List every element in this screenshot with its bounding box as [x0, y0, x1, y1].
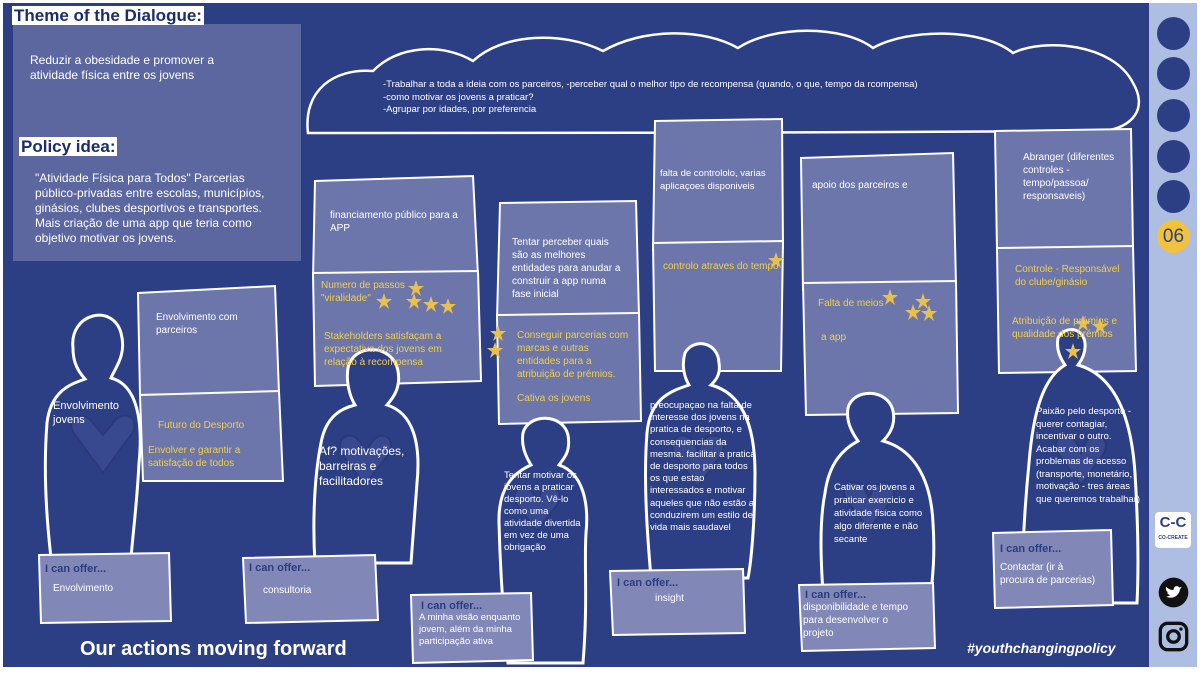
- col1-mid1-text: Futuro do Desporto: [158, 420, 245, 431]
- card-col6-mid: [995, 244, 1138, 375]
- rating-stars: [376, 252, 1108, 359]
- cloud-line-2: -como motivar os jovens a praticar?: [383, 91, 534, 103]
- col4-mid1-text: controlo atraves do tempo: [663, 261, 779, 272]
- offer-box-5: [797, 581, 937, 653]
- card-col1-top: [136, 284, 281, 397]
- star-icon: [376, 293, 392, 309]
- col1-top-text: Envolvimento com parceiros: [156, 312, 238, 336]
- col2-mid1-text: Numero de passos "viralidade": [321, 280, 405, 304]
- instagram-icon[interactable]: [1157, 620, 1190, 653]
- col5-offer-label: I can offer...: [805, 589, 867, 601]
- col3-top-text: Tentar perceber quais são as melhores en…: [512, 237, 621, 300]
- progress-dot-2: [1157, 57, 1190, 90]
- col3-person-text: Tentar motivar os jovens a praticar desp…: [504, 470, 581, 553]
- col3-mid1-text: Conseguir parcerias com marcas e outras …: [517, 330, 629, 380]
- footer-hashtag: #youthchangingpolicy: [967, 640, 1116, 656]
- twitter-icon[interactable]: [1157, 576, 1190, 609]
- col1-offer-label: I can offer...: [45, 563, 107, 575]
- logo-mark: C-C: [1159, 514, 1187, 531]
- col3-mid2-text: Cativa os jovens: [517, 393, 591, 404]
- star-icon: [905, 304, 921, 320]
- col5-person-text: Cativar os jovens a praticar exercicio e…: [834, 482, 923, 545]
- col2-mid2-text: Stakeholders satisfaçam a expectativa do…: [324, 331, 442, 368]
- card-col4-mid: [651, 239, 785, 372]
- progress-dot-3: [1157, 99, 1190, 132]
- col6-top-text: Abranger (diferentes controles - tempo/p…: [1023, 152, 1115, 202]
- star-icon: [768, 252, 784, 268]
- cloud-line-1: -Trabalhar a toda a ideia com os parceir…: [383, 79, 918, 90]
- heart-icon-2: [339, 434, 392, 487]
- star-icon: [490, 325, 506, 341]
- progress-dot-1: [1157, 17, 1190, 50]
- card-col5-top: [799, 151, 958, 292]
- col2-top-text: financiamento público para a APP: [330, 210, 458, 234]
- col3-offer-label: I can offer...: [421, 600, 483, 612]
- star-icon: [423, 296, 439, 312]
- policy-title-text: Policy idea:: [19, 137, 118, 156]
- star-icon: [1092, 318, 1108, 334]
- col5-mid2-text: a app: [821, 332, 847, 343]
- col4-top-text: falta de contrololo, varias aplicaçoes d…: [660, 168, 766, 192]
- col6-offer-text: Contactar (ir à procura de parcerias): [1000, 562, 1096, 586]
- policy-title: Policy idea:: [19, 137, 118, 157]
- logo-text: CO-CREATE: [1158, 535, 1188, 541]
- heart-icon-4: [671, 434, 725, 489]
- heart-icon-5: [843, 481, 895, 531]
- heart-icon-1: [70, 414, 136, 475]
- page-number-badge: 06: [1157, 220, 1190, 253]
- col6-offer-label: I can offer...: [1000, 543, 1062, 555]
- offer-box-2: [241, 553, 380, 625]
- col6-mid1-text: Controle - Responsável do clube/ginásio: [1015, 264, 1120, 288]
- offer-box-3: [409, 591, 535, 665]
- star-icon: [915, 293, 931, 309]
- card-col5-mid: [801, 279, 960, 417]
- right-sidebar: 06 C-C CO-CREATE: [1149, 3, 1197, 667]
- star-icon: [408, 280, 424, 296]
- col1-person-text: Envolvimento jovens: [53, 400, 120, 426]
- theme-text: Reduzir a obesidade e promover a ativida…: [30, 53, 215, 82]
- theme-title-text: Theme of the Dialogue:: [12, 6, 204, 25]
- offer-box-6: [991, 528, 1115, 610]
- col4-person-text: preocupaçao na falta de interesse dos jo…: [650, 400, 756, 534]
- cloud-shape: [306, 29, 1141, 135]
- cloud-line-3: -Agrupar por idades, por preferencia: [383, 104, 537, 115]
- col2-person-text: Af? motivações, barreiras e facilitadore…: [319, 444, 405, 488]
- col4-offer-label: I can offer...: [617, 577, 679, 589]
- star-icon: [921, 305, 937, 321]
- heart-icon-3: [513, 486, 561, 533]
- card-col3-mid: [495, 311, 643, 426]
- progress-dot-4: [1157, 140, 1190, 173]
- col1-offer-text: Envolvimento: [53, 583, 114, 594]
- col1-mid2-text: Envolver e garantir a satisfação de todo…: [148, 445, 241, 469]
- cloud-text: -Trabalhar a toda a ideia com os parceir…: [383, 79, 983, 117]
- canvas-board: Theme of the Dialogue: Reduzir a obesida…: [3, 3, 1149, 667]
- star-icon: [1065, 343, 1081, 359]
- heart-icon-6: [1055, 434, 1107, 487]
- star-icon: [440, 298, 456, 314]
- offer-box-4: [608, 567, 747, 637]
- col6-person-text: Paixão pelo desporto - querer contagiar,…: [1036, 406, 1141, 505]
- star-icon: [487, 342, 503, 358]
- star-icon: [406, 293, 422, 309]
- col4-offer-text: insight: [655, 593, 684, 604]
- policy-text: "Atividade Física para Todos" Parcerias …: [35, 171, 265, 245]
- col5-mid1-text: Falta de meios: [818, 298, 884, 309]
- theme-title: Theme of the Dialogue:: [12, 6, 204, 26]
- star-icon: [1075, 315, 1091, 331]
- col3-offer-text: A minha visão enquanto jovem, além da mi…: [419, 612, 521, 647]
- col5-top-text: apoio dos parceiros e: [812, 180, 908, 191]
- col2-offer-text: consultoria: [263, 585, 312, 596]
- card-col1-mid: [138, 389, 285, 482]
- offer-box-1: [37, 551, 173, 625]
- col6-mid2-text: Atribuição de prémios e qualidade dos pr…: [1012, 316, 1118, 340]
- board-shapes: [13, 24, 1141, 665]
- star-icon: [882, 289, 898, 305]
- progress-dot-5: [1157, 180, 1190, 213]
- co-create-logo: C-C CO-CREATE: [1155, 512, 1191, 548]
- col2-offer-label: I can offer...: [249, 562, 311, 574]
- col5-offer-text: disponibilidade e tempo para desenvolver…: [803, 602, 909, 639]
- footer-title: Our actions moving forward: [80, 638, 347, 660]
